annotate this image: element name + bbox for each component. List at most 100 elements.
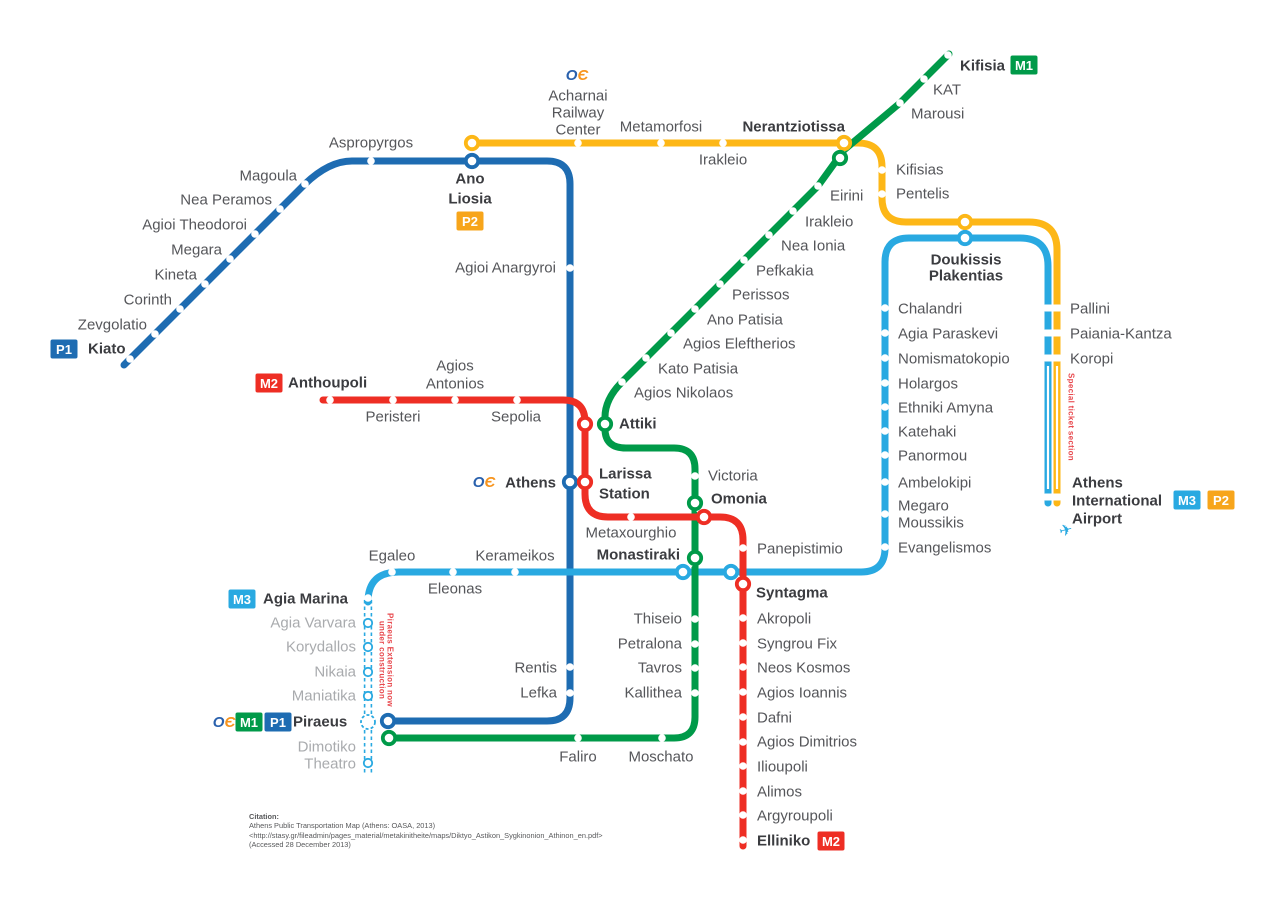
station-label-dafni: Dafni — [757, 710, 792, 727]
station-label-moschato: Moschato — [628, 749, 693, 766]
station-label-metaxourghio: Metaxourghio — [586, 525, 677, 542]
interchange-athens-larissa-station-p1 — [561, 473, 579, 491]
station-marker-magoula — [301, 180, 309, 188]
station-label-egaleo: Egaleo — [369, 548, 416, 565]
station-label-neos-kosmos: Neos Kosmos — [757, 660, 850, 677]
station-label-corinth: Corinth — [124, 292, 172, 309]
station-label-irakleio-proastiakos: Irakleio — [699, 152, 747, 169]
station-label-agios-nikolaos: Agios Nikolaos — [634, 385, 733, 402]
station-marker-kifisias — [878, 166, 886, 174]
badge-label-p2-9: P2 — [1213, 493, 1229, 508]
station-label-petralona: Petralona — [618, 636, 683, 653]
station-marker-chalandri — [881, 304, 889, 312]
badge-label-m2-3: M2 — [260, 376, 278, 391]
station-marker-kato-patisia — [642, 354, 650, 362]
station-marker-agios-nikolaos — [618, 378, 626, 386]
station-label-ethniki-amyna: Ethniki Amyna — [898, 400, 994, 417]
station-marker-dafni — [739, 713, 747, 721]
station-label-aspropyrgos: Aspropyrgos — [329, 135, 413, 152]
station-marker-egaleo — [388, 568, 396, 576]
line-metro-m2 — [319, 396, 747, 850]
station-marker-maniatika — [362, 690, 374, 702]
station-label-holargos: Holargos — [898, 376, 958, 393]
line-metro-m3 — [364, 234, 1052, 606]
station-marker-metaxourghio — [627, 513, 635, 521]
station-label-paiania-kantza: Paiania-Kantza — [1070, 326, 1172, 343]
station-marker-kerameikos — [511, 568, 519, 576]
station-label-irakleio-m1: Irakleio — [805, 214, 853, 231]
station-label-kifisias: Kifisias — [896, 162, 944, 179]
station-label-ano-liosia: Ano — [455, 171, 484, 188]
station-marker-kiato — [126, 355, 134, 363]
badge-label-m1-2: M1 — [1015, 58, 1033, 73]
station-label-perissos: Perissos — [732, 287, 790, 304]
line-proastiakos-p2 — [468, 139, 1061, 507]
station-label-peristeri: Peristeri — [365, 409, 420, 426]
station-label-katehaki: Katehaki — [898, 424, 956, 441]
station-marker-agia-varvara — [362, 617, 374, 629]
station-label-agios-antonios: Agios — [436, 358, 474, 375]
station-label-koropi: Koropi — [1070, 351, 1113, 368]
station-marker-tavros — [691, 664, 699, 672]
station-marker-kallithea — [691, 689, 699, 697]
station-label-megara: Megara — [171, 242, 223, 259]
station-label-alimos: Alimos — [757, 784, 802, 801]
station-label-larissa-station: Larissa — [599, 466, 652, 483]
station-label-agios-dimitrios: Agios Dimitrios — [757, 734, 857, 751]
station-label-agioi-anargyroi: Agioi Anargyroi — [455, 260, 556, 277]
station-label-agios-antonios: Antonios — [426, 376, 484, 393]
station-marker-nea-peramos — [276, 205, 284, 213]
station-marker-ethniki-amyna — [881, 403, 889, 411]
citation-source: Athens Public Transportation Map (Athens… — [249, 821, 436, 831]
station-label-acharnai-railway-center: Acharnai — [548, 88, 607, 105]
station-label-doukissis-plakentias: Plakentias — [929, 268, 1003, 285]
station-marker-eleonas — [449, 568, 457, 576]
station-marker-evangelismos — [881, 543, 889, 551]
station-label-syntagma: Syntagma — [756, 585, 828, 602]
station-label-pallini: Pallini — [1070, 301, 1110, 318]
station-label-kifisia: Kifisia — [960, 58, 1006, 75]
station-marker-piraeus-extension-stop — [360, 714, 376, 730]
badge-m1-2 — [1010, 55, 1038, 75]
station-label-chalandri: Chalandri — [898, 301, 962, 318]
station-marker-akropoli — [739, 614, 747, 622]
badge-label-p2-1: P2 — [462, 214, 478, 229]
station-label-marousi: Marousi — [911, 106, 964, 123]
station-label-kineta: Kineta — [154, 267, 197, 284]
station-label-ambelokipi: Ambelokipi — [898, 475, 971, 492]
station-marker-agia-paraskevi — [881, 329, 889, 337]
station-label-doukissis-plakentias: Doukissis — [931, 252, 1002, 269]
station-label-agios-eleftherios: Agios Eleftherios — [683, 336, 796, 353]
station-label-acharnai-railway-center: Railway — [552, 105, 605, 122]
station-marker-panepistimio — [739, 544, 747, 552]
interchange-syntagma-m2 — [734, 575, 752, 593]
station-marker-rentis — [566, 663, 574, 671]
badge-label-m3-8: M3 — [1178, 493, 1196, 508]
station-marker-irakleio-proastiakos — [719, 139, 727, 147]
interchange-nerantziotissa-m1 — [831, 149, 849, 167]
badge-p2-1 — [456, 211, 484, 231]
station-marker-acharnai-railway-center — [574, 139, 582, 147]
station-marker-ano-patisia — [691, 305, 699, 313]
station-label-thiseio: Thiseio — [634, 611, 682, 628]
station-label-agia-varvara: Agia Varvara — [270, 615, 356, 632]
interchange-doukissis-plakentias-p2 — [956, 213, 974, 231]
station-label-akropoli: Akropoli — [757, 611, 811, 628]
station-label-faliro: Faliro — [559, 749, 597, 766]
note-piraeus-extension-note-0: Piraeus Extension now — [386, 613, 395, 707]
badge-m3-8 — [1173, 490, 1201, 510]
station-marker-agios-ioannis — [739, 688, 747, 696]
badge-m3-5 — [228, 589, 256, 609]
station-marker-megaro-moussikis — [881, 510, 889, 518]
station-label-megaro-moussikis: Megaro — [898, 498, 949, 515]
interchange-nerantziotissa-p2 — [835, 134, 853, 152]
interchange-monastiraki-m1 — [686, 549, 704, 567]
station-label-lefka: Lefka — [520, 685, 557, 702]
station-label-agia-marina: Agia Marina — [263, 591, 349, 608]
note-special-ticket-note-0: Special ticket section — [1067, 373, 1076, 461]
airplane-icon: ✈ — [1057, 521, 1074, 541]
station-label-tavros: Tavros — [638, 660, 682, 677]
ose-logo-piraeus: OЄ — [213, 714, 237, 731]
